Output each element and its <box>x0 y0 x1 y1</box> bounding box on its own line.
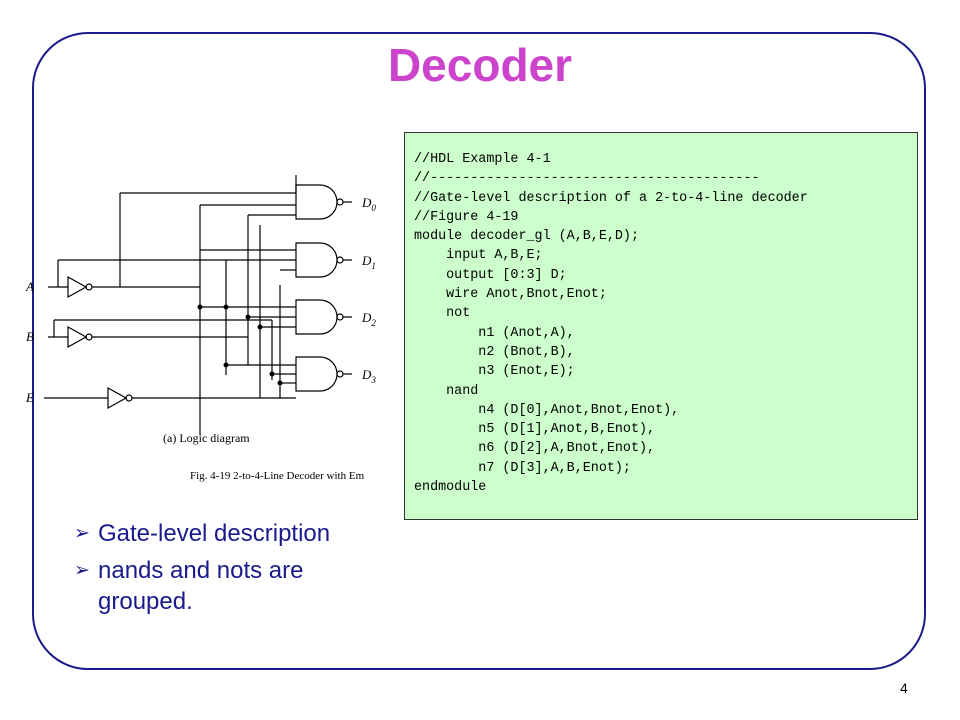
code-line: n4 (D[0],Anot,Bnot,Enot), <box>414 402 680 418</box>
nand-gate-d2 <box>295 299 338 335</box>
code-line: nand <box>414 383 479 399</box>
arrow-bullet-icon: ➢ <box>74 559 90 581</box>
code-line: input A,B,E; <box>414 248 543 264</box>
code-line: endmodule <box>414 480 487 496</box>
figure-caption: Fig. 4-19 2-to-4-Line Decoder with Em <box>190 470 365 482</box>
input-label-e: E <box>25 390 34 405</box>
code-line: n3 (Enot,E); <box>414 364 575 380</box>
code-line: //Gate-level description of a 2-to-4-lin… <box>414 190 808 206</box>
nand-gate-d0 <box>295 184 338 220</box>
code-line: n5 (D[1],Anot,B,Enot), <box>414 422 656 438</box>
code-line: n1 (Anot,A), <box>414 325 575 341</box>
code-line: n7 (D[3],A,B,Enot); <box>414 460 631 476</box>
bullet-item: ➢ Gate-level description <box>74 518 394 549</box>
bullet-text: nands and nots are grouped. <box>98 557 304 615</box>
logic-diagram: A B E D0 D1 D2 D3 (a) Logic diagram Fig.… <box>25 175 376 482</box>
code-line: n6 (D[2],A,Bnot,Enot), <box>414 441 656 457</box>
output-label-d3: D3 <box>361 367 376 385</box>
not-gate-a <box>67 275 88 299</box>
diagram-caption: (a) Logic diagram <box>163 431 250 445</box>
code-line: not <box>414 306 471 322</box>
page-number: 4 <box>900 680 908 696</box>
bullet-item: ➢ nands and nots are grouped. <box>74 555 394 617</box>
output-label-d0: D0 <box>361 195 376 213</box>
bullet-list: ➢ Gate-level description ➢ nands and not… <box>74 518 394 623</box>
not-gate-e <box>107 386 128 410</box>
nand-gate-d1 <box>295 242 338 278</box>
nand-gate-d3 <box>295 356 338 392</box>
code-line: n2 (Bnot,B), <box>414 344 575 360</box>
code-box: //HDL Example 4-1 //--------------------… <box>404 132 918 520</box>
input-label-b: B <box>26 329 34 344</box>
slide-title: Decoder <box>387 39 573 91</box>
code-line: //HDL Example 4-1 <box>414 152 551 167</box>
code-line: module decoder_gl (A,B,E,D); <box>414 229 639 245</box>
not-gate-b <box>67 325 88 349</box>
bullet-text: Gate-level description <box>98 520 331 547</box>
output-label-d2: D2 <box>361 310 376 328</box>
output-label-d1: D1 <box>361 253 376 271</box>
input-label-a: A <box>25 279 34 294</box>
code-line: output [0:3] D; <box>414 267 567 283</box>
code-line: //Figure 4-19 <box>414 209 519 225</box>
arrow-bullet-icon: ➢ <box>74 522 90 544</box>
code-line: //--------------------------------------… <box>414 171 760 187</box>
code-line: wire Anot,Bnot,Enot; <box>414 287 607 303</box>
